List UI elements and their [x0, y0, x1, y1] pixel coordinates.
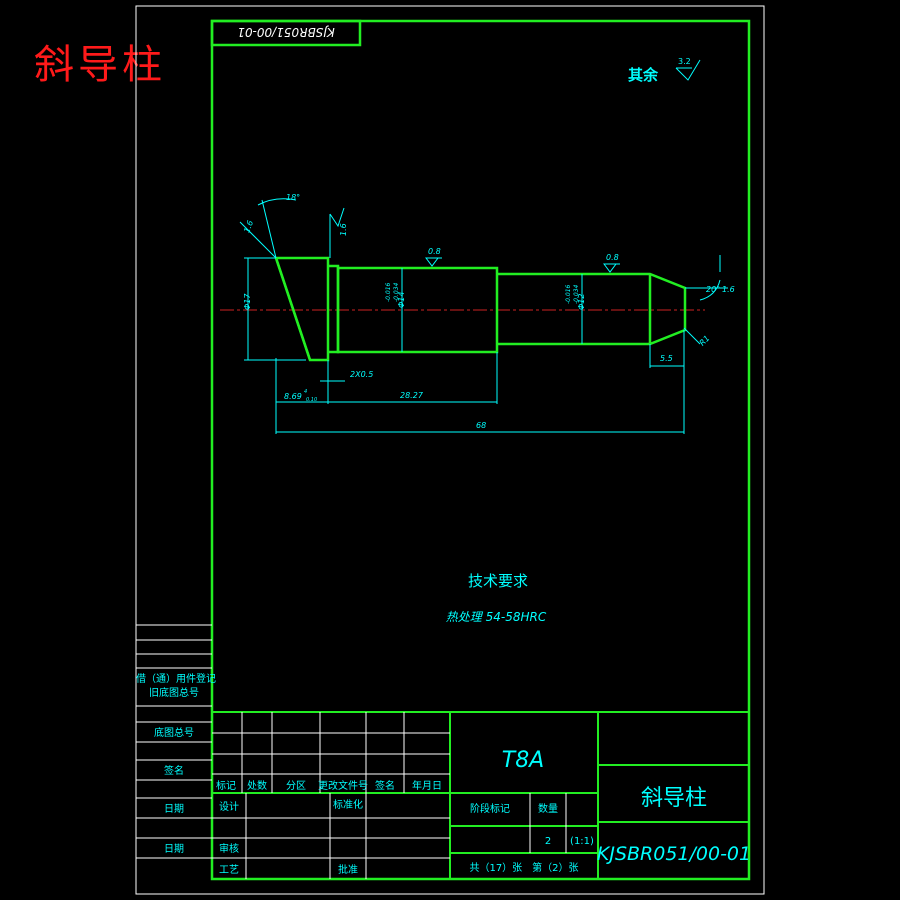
top-code-box: [210, 19, 362, 47]
side-table-row5: 日期: [164, 803, 184, 815]
dimension-lines: [239, 198, 728, 434]
rev-header-3: 更改文件号: [318, 779, 368, 792]
dim-rough-face: 1.6: [339, 223, 348, 236]
roughness-symbol-icon: [675, 59, 701, 81]
approve-label: 批准: [338, 863, 358, 876]
drawing-title-red: 斜导柱: [34, 42, 166, 88]
process-label: 工艺: [219, 864, 239, 876]
drawing-number-text: KJSBR051/00-01: [597, 843, 751, 865]
qty-value: 2: [545, 836, 551, 847]
side-table-row3: 底图总号: [154, 726, 194, 739]
material-text: T8A: [502, 748, 545, 773]
dim-tol-right-lower: -0.034: [573, 284, 580, 304]
inner-frame: [210, 19, 751, 881]
rev-header-5: 年月日: [412, 779, 442, 792]
dim-tip-angle: 20°: [706, 285, 720, 294]
dim-len-tip: 5.5: [660, 354, 673, 363]
title-block-grid: [212, 711, 749, 879]
dim-rough-mid: 0.8: [428, 247, 441, 256]
dim-dia-head: Φ17: [243, 293, 252, 310]
review-label: 审核: [219, 842, 239, 855]
dim-tol-mid-upper: -0.016: [385, 282, 392, 302]
rev-header-0: 标记: [216, 780, 236, 792]
surface-finish-label: 其余: [628, 66, 659, 84]
dim-len-a: 8.69: [284, 392, 302, 401]
dim-tol-right-upper: -0.016: [565, 284, 572, 304]
side-table-row4: 签名: [164, 764, 184, 777]
top-code-text: KJSBR051/00-01: [237, 25, 334, 39]
scale-value: (1:1): [570, 836, 594, 847]
outer-frame: [135, 5, 765, 895]
rev-header-1: 处数: [247, 779, 267, 792]
dim-tip-len: 1.6: [722, 285, 735, 294]
weight-label: 数量: [538, 802, 558, 815]
dim-groove: 2X0.5: [350, 370, 373, 379]
dim-dia-right: Φ12: [577, 294, 586, 310]
side-table-row1: 借（通）用件登记: [136, 672, 216, 685]
tech-req-line: 热处理 54-58HRC: [446, 610, 547, 624]
dim-rough-right: 0.8: [606, 253, 619, 262]
dim-len-total: 68: [476, 421, 486, 430]
stage-mark-label: 阶段标记: [470, 802, 510, 815]
part-outline: [274, 256, 687, 362]
dim-tol-mid-lower: -0.034: [393, 282, 400, 302]
tech-req-title: 技术要求: [468, 572, 528, 590]
standardize-label: 标准化: [333, 798, 363, 811]
rev-header-2: 分区: [286, 780, 306, 792]
dim-angle-chamfer: 18°: [286, 193, 300, 202]
side-table-row6: 日期: [164, 843, 184, 855]
title-block-thin-grid: [212, 712, 567, 879]
side-table-grid: [136, 624, 212, 859]
dim-dia-mid: Φ14: [397, 292, 406, 308]
side-table-row2: 旧底图总号: [149, 686, 199, 699]
dim-tip-radius: R1: [698, 334, 712, 348]
dim-len-a-sub: 4: [304, 389, 307, 395]
surface-finish-value: 3.2: [678, 57, 691, 66]
dimension-texts: 18° 1.6 1.6 0.8 0.8 Φ17 Φ14 -0.016 -0.03…: [242, 193, 734, 430]
rev-header-4: 签名: [375, 779, 395, 792]
design-label: 设计: [219, 800, 239, 813]
dim-len-a-sub2: 0.10: [306, 397, 317, 403]
dim-len-b: 28.27: [400, 391, 424, 400]
dim-rough-end: 1.6: [242, 219, 255, 234]
part-name-text: 斜导柱: [641, 786, 707, 811]
sheets-text: 共（17）张 第（2）张: [469, 861, 578, 874]
